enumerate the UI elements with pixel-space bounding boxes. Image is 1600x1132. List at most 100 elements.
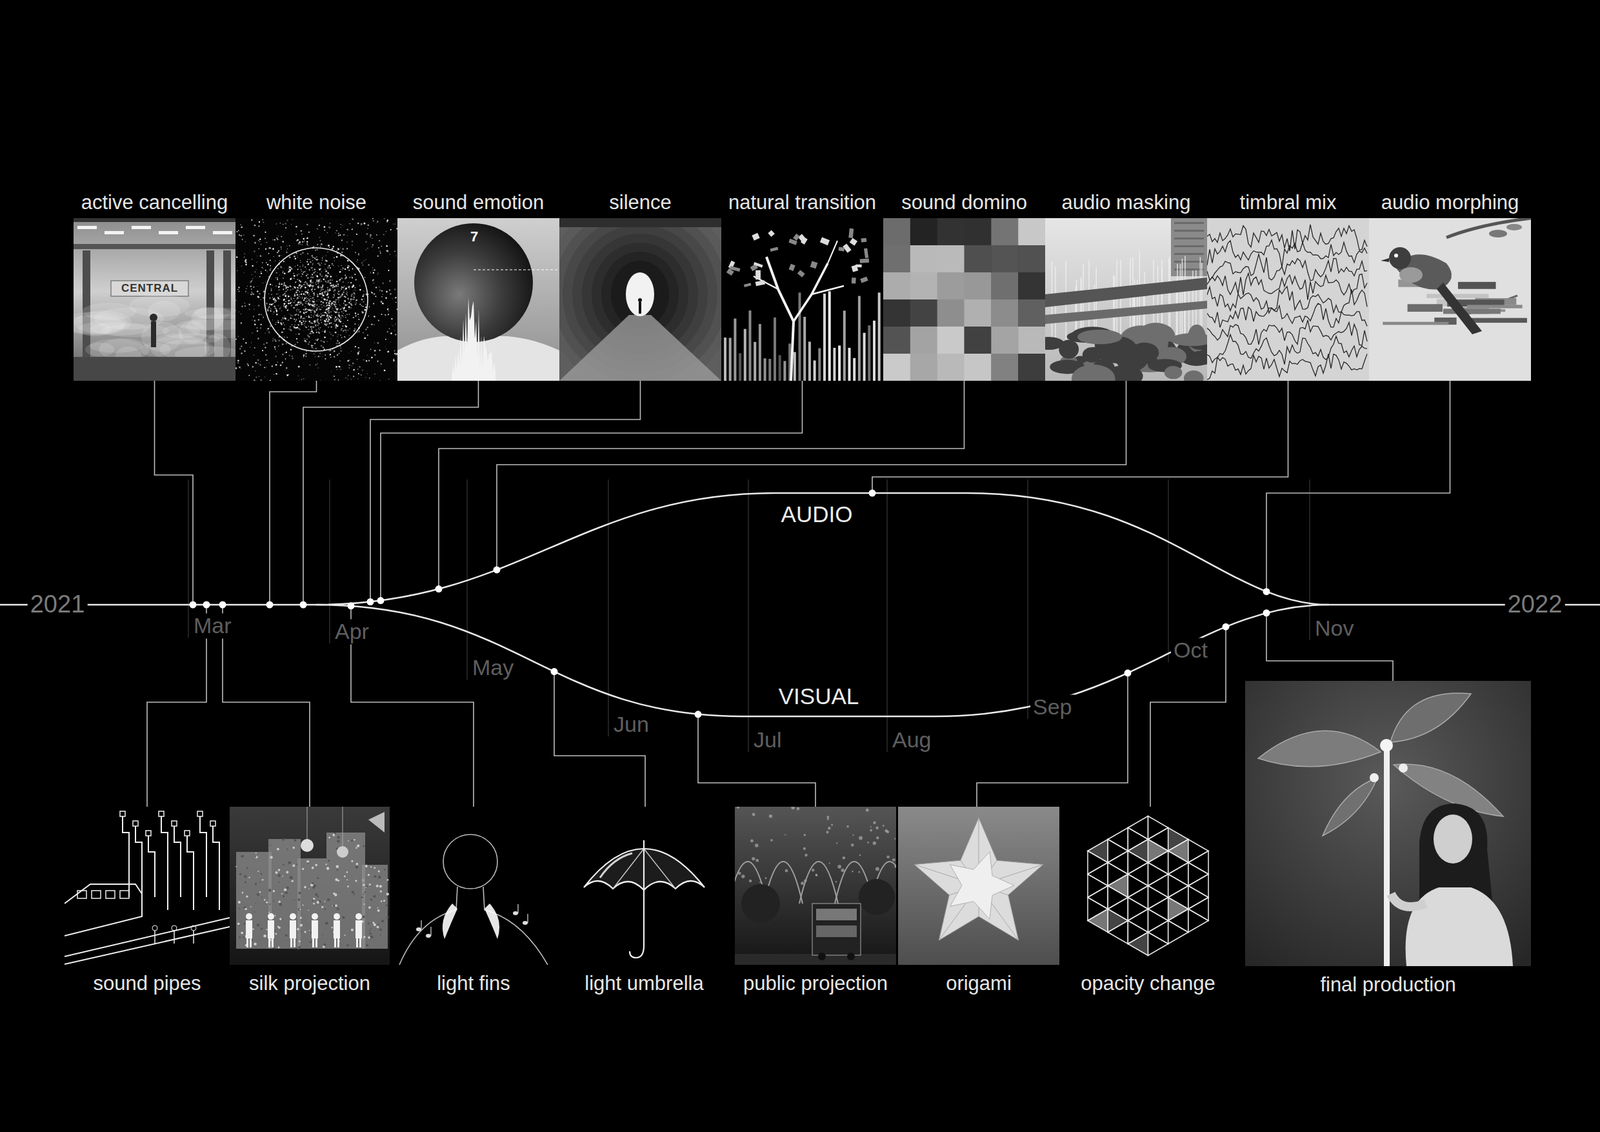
illustration-part — [305, 284, 306, 286]
illustration-part — [293, 307, 295, 309]
illustration-part — [860, 276, 868, 283]
illustration-part — [317, 367, 319, 369]
illustration-part — [336, 292, 339, 295]
illustration-part — [251, 291, 253, 293]
illustration-part — [91, 890, 101, 899]
illustration-part — [254, 241, 257, 244]
illustration-part — [379, 250, 381, 252]
illustration-part — [362, 264, 364, 266]
illustration-part — [260, 379, 262, 381]
illustration-part — [293, 274, 296, 277]
illustration-part — [303, 325, 305, 326]
illustration-part — [264, 237, 266, 239]
illustration-part — [391, 323, 393, 325]
illustration-part — [252, 234, 255, 237]
illustration-part — [288, 374, 290, 375]
illustration-part — [298, 309, 299, 310]
illustration-part — [336, 311, 339, 314]
illustration-part — [265, 269, 267, 271]
illustration-part — [849, 238, 858, 246]
illustration-part — [276, 313, 278, 315]
illustration-part — [131, 225, 151, 230]
illustration-part — [264, 231, 266, 233]
leader-line — [496, 380, 1127, 570]
illustration-part — [303, 378, 304, 379]
leader-line — [1150, 626, 1226, 807]
illustration-part — [320, 268, 322, 270]
illustration-part — [305, 307, 308, 310]
illustration-part — [325, 324, 327, 326]
illustration-part — [332, 286, 335, 289]
illustration-part — [338, 379, 340, 381]
illustration-part — [316, 339, 318, 341]
illustration-part — [256, 290, 259, 293]
illustration-part — [273, 305, 276, 308]
illustration-part — [278, 296, 280, 299]
milestone-dot — [219, 601, 227, 609]
illustration-part — [1077, 329, 1122, 345]
leader-line — [554, 671, 646, 807]
illustration-part — [311, 304, 313, 306]
illustration-part — [338, 311, 340, 313]
illustration-part — [320, 274, 322, 276]
illustration-part — [289, 269, 291, 271]
illustration-part — [270, 308, 271, 310]
illustration-part — [387, 308, 389, 310]
illustration-part — [267, 327, 270, 330]
illustration-part — [327, 307, 330, 310]
illustration-part — [390, 341, 391, 342]
illustration-part — [303, 283, 305, 285]
illustration-part — [325, 311, 327, 313]
illustration-part — [338, 314, 340, 317]
illustration-part — [371, 292, 373, 294]
illustration-part — [357, 222, 359, 224]
illustration-part — [324, 263, 326, 265]
illustration-part — [990, 245, 1019, 273]
audio-branch — [316, 492, 1330, 605]
illustration-part — [305, 238, 307, 239]
illustration-part — [240, 345, 243, 348]
illustration-part — [310, 296, 312, 297]
illustration-part — [272, 313, 273, 315]
illustration-part — [1018, 218, 1046, 246]
illustration-part — [351, 295, 353, 297]
illustration-part — [964, 353, 992, 381]
illustration-part — [329, 279, 332, 282]
illustration-part — [392, 325, 394, 326]
illustration-part — [337, 298, 339, 300]
illustration-part — [338, 232, 340, 235]
illustration-part — [292, 288, 294, 290]
illustration-part — [338, 293, 340, 295]
illustration-part — [336, 308, 339, 310]
illustration-part — [307, 343, 310, 345]
illustration-part — [243, 350, 246, 353]
illustration-part — [347, 360, 350, 362]
illustration-part — [245, 290, 247, 293]
illustration-part — [310, 322, 311, 324]
illustration-part — [341, 336, 343, 339]
illustration-part — [101, 323, 170, 338]
illustration-part — [294, 293, 296, 295]
illustration-part — [238, 290, 240, 293]
illustration-part — [347, 329, 349, 331]
illustration-part — [270, 287, 273, 290]
illustration-part — [296, 297, 299, 299]
illustration-part — [269, 269, 271, 271]
illustration-part — [285, 295, 288, 298]
illustration-part — [361, 261, 363, 264]
illustration-part — [303, 299, 305, 301]
illustration-part — [236, 230, 239, 233]
illustration-part — [337, 288, 339, 290]
tile-caption: natural transition — [721, 190, 884, 215]
illustration-part — [323, 299, 326, 301]
illustration-part — [249, 309, 250, 310]
illustration-part — [302, 318, 304, 320]
illustration-part — [282, 240, 285, 243]
illustration-part — [287, 374, 289, 375]
illustration-part — [260, 323, 262, 326]
illustration-part — [286, 309, 288, 311]
illustration-part — [330, 326, 333, 328]
illustration-part — [351, 275, 353, 277]
illustration-part — [324, 358, 326, 360]
